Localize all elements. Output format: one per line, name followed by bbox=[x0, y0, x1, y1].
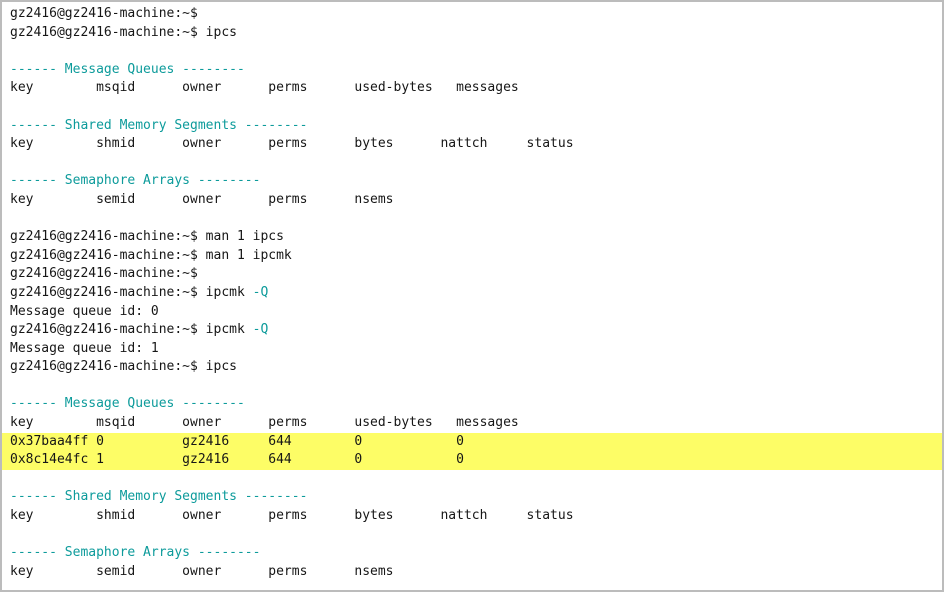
terminal-line bbox=[2, 210, 942, 229]
terminal-line: Message queue id: 1 bbox=[2, 340, 942, 359]
text-segment: gz2416@gz2416-machine:~$ ipcmk bbox=[10, 284, 253, 300]
text-segment: Message queue id: 0 bbox=[10, 303, 159, 319]
text-segment: key shmid owner perms bytes nattch statu… bbox=[10, 136, 621, 152]
accent-text-segment: ------ Semaphore Arrays -------- bbox=[10, 545, 261, 561]
text-segment: gz2416@gz2416-machine:~$ bbox=[10, 266, 206, 282]
text-segment: Message queue id: 1 bbox=[10, 340, 159, 356]
terminal-line: ------ Message Queues -------- bbox=[2, 61, 942, 80]
terminal-line bbox=[2, 470, 942, 489]
terminal-line: ------ Semaphore Arrays -------- bbox=[2, 172, 942, 191]
terminal-line: gz2416@gz2416-machine:~$ bbox=[2, 5, 942, 24]
terminal-line: key msqid owner perms used-bytes message… bbox=[2, 79, 942, 98]
text-segment: gz2416@gz2416-machine:~$ man 1 ipcs bbox=[10, 229, 284, 245]
text-segment: key semid owner perms nsems bbox=[10, 191, 433, 207]
text-segment: gz2416@gz2416-machine:~$ ipcs bbox=[10, 359, 237, 375]
terminal-line: gz2416@gz2416-machine:~$ ipcmk -Q bbox=[2, 284, 942, 303]
text-segment: gz2416@gz2416-machine:~$ ipcmk bbox=[10, 322, 253, 338]
text-segment: 0x37baa4ff 0 gz2416 644 0 0 bbox=[10, 433, 551, 449]
terminal-line bbox=[2, 526, 942, 545]
accent-text-segment: -Q bbox=[252, 284, 269, 300]
text-segment: key semid owner perms nsems bbox=[10, 563, 433, 579]
terminal-line: gz2416@gz2416-machine:~$ ipcmk -Q bbox=[2, 321, 942, 340]
terminal-line bbox=[2, 98, 942, 117]
text-segment: gz2416@gz2416-machine:~$ bbox=[10, 6, 206, 21]
terminal-line: Message queue id: 0 bbox=[2, 303, 942, 322]
accent-text-segment: ------ Shared Memory Segments -------- bbox=[10, 489, 308, 505]
terminal-line: gz2416@gz2416-machine:~$ ipcs bbox=[2, 24, 942, 43]
text-segment: gz2416@gz2416-machine:~$ man 1 ipcmk bbox=[10, 247, 292, 263]
text-segment: key shmid owner perms bytes nattch statu… bbox=[10, 508, 621, 524]
terminal-line: ------ Shared Memory Segments -------- bbox=[2, 117, 942, 136]
accent-text-segment: ------ Message Queues -------- bbox=[10, 396, 245, 412]
text-segment: key msqid owner perms used-bytes message… bbox=[10, 80, 551, 96]
accent-text-segment: ------ Shared Memory Segments -------- bbox=[10, 117, 308, 133]
text-segment: gz2416@gz2416-machine:~$ ipcs bbox=[10, 24, 237, 40]
accent-text-segment: -Q bbox=[252, 322, 269, 338]
accent-text-segment: ------ Message Queues -------- bbox=[10, 61, 245, 77]
terminal-line bbox=[2, 42, 942, 61]
terminal-line: gz2416@gz2416-machine:~$ ipcs bbox=[2, 358, 942, 377]
terminal-line: ------ Message Queues -------- bbox=[2, 395, 942, 414]
terminal-line: ------ Shared Memory Segments -------- bbox=[2, 488, 942, 507]
terminal-line: key semid owner perms nsems bbox=[2, 563, 942, 582]
terminal-line: key msqid owner perms used-bytes message… bbox=[2, 414, 942, 433]
terminal-line: key semid owner perms nsems bbox=[2, 191, 942, 210]
highlighted-row: 0x8c14e4fc 1 gz2416 644 0 0 bbox=[2, 451, 942, 470]
text-segment: 0x8c14e4fc 1 gz2416 644 0 0 bbox=[10, 452, 551, 468]
terminal-line bbox=[2, 377, 942, 396]
text-segment: key msqid owner perms used-bytes message… bbox=[10, 415, 551, 431]
accent-text-segment: ------ Semaphore Arrays -------- bbox=[10, 173, 261, 189]
terminal-output[interactable]: gz2416@gz2416-machine:~$ gz2416@gz2416-m… bbox=[2, 2, 942, 581]
terminal-line bbox=[2, 154, 942, 173]
terminal-line: gz2416@gz2416-machine:~$ man 1 ipcs bbox=[2, 228, 942, 247]
terminal-line: ------ Semaphore Arrays -------- bbox=[2, 544, 942, 563]
terminal-line: gz2416@gz2416-machine:~$ bbox=[2, 265, 942, 284]
terminal-line: key shmid owner perms bytes nattch statu… bbox=[2, 135, 942, 154]
highlighted-row: 0x37baa4ff 0 gz2416 644 0 0 bbox=[2, 432, 942, 452]
terminal-line: gz2416@gz2416-machine:~$ man 1 ipcmk bbox=[2, 247, 942, 266]
terminal-line: key shmid owner perms bytes nattch statu… bbox=[2, 507, 942, 526]
